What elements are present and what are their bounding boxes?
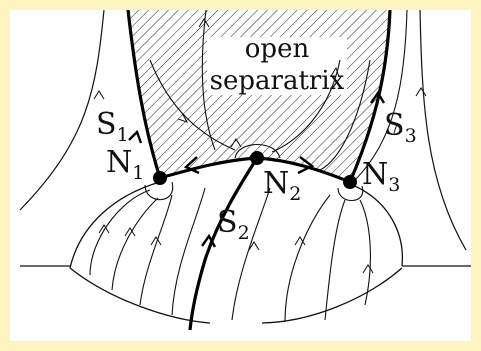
arrow-dome-8 bbox=[363, 265, 373, 273]
null-point-n1 bbox=[153, 171, 167, 185]
arrow-left-outer bbox=[94, 91, 104, 99]
region-label-line1: open bbox=[245, 34, 310, 64]
arrow-right-outer bbox=[416, 88, 426, 96]
arrow-s1 bbox=[129, 132, 141, 143]
field-line-left-outer bbox=[20, 10, 104, 210]
dome-line-6 bbox=[285, 195, 330, 322]
region-label-line2: separatrix bbox=[210, 66, 345, 96]
label-s2: S2 bbox=[217, 205, 250, 244]
label-s1: S1 bbox=[96, 107, 129, 146]
dome-line-5 bbox=[232, 188, 270, 320]
label-n2: N2 bbox=[263, 166, 301, 205]
dome-line-4 bbox=[172, 188, 205, 315]
dome-line-8 bbox=[360, 200, 370, 305]
dome-outline bbox=[70, 182, 402, 323]
label-n1: N1 bbox=[106, 145, 144, 184]
null-point-n2 bbox=[250, 151, 264, 165]
field-line-right-outer bbox=[420, 10, 466, 250]
arrow-dome-1 bbox=[99, 225, 109, 233]
label-n3: N3 bbox=[362, 157, 400, 196]
null-point-n3 bbox=[343, 175, 357, 189]
dome-line-7 bbox=[325, 200, 345, 320]
label-s3: S3 bbox=[384, 108, 417, 147]
spine-s2 bbox=[190, 158, 257, 330]
